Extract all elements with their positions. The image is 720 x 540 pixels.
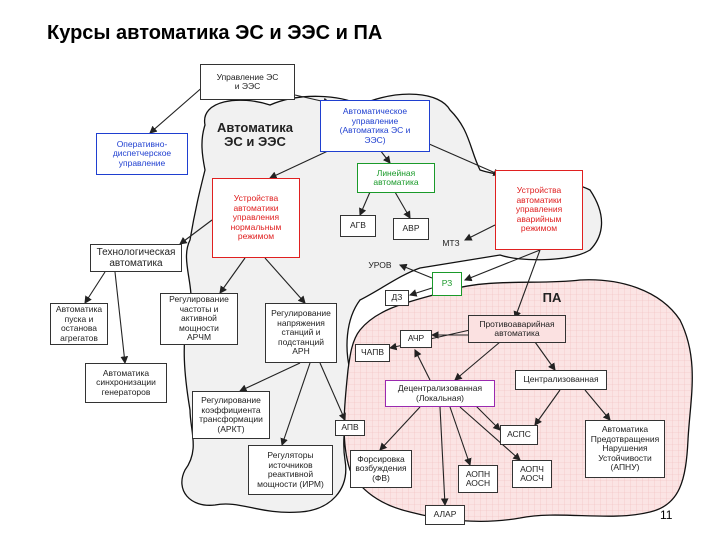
- node-avr: АВР: [393, 218, 429, 240]
- node-rz: РЗ: [432, 272, 462, 296]
- arrow-lin-agv: [359, 191, 371, 217]
- arrow-central-asps: [534, 389, 561, 426]
- arrow-arn-irm: [280, 362, 311, 447]
- arrow-decentral-aopch: [459, 406, 521, 461]
- node-aopn: АОПН АОСН: [458, 465, 498, 493]
- node-sinhr: Автоматика синхронизации генераторов: [85, 363, 167, 403]
- node-avt-upr: Автоматическое управление (Автоматика ЭС…: [320, 100, 430, 152]
- arrow-avar-rz: [463, 249, 541, 282]
- arrow-norm-arn: [264, 257, 306, 304]
- node-tech: Технологическая автоматика: [90, 244, 182, 272]
- arrow-avt-lin: [379, 149, 391, 164]
- arrow-decentral-fv: [379, 406, 421, 451]
- node-asps: АСПС: [500, 425, 538, 445]
- arrow-upr-oper: [149, 84, 206, 134]
- node-lin: Линейная автоматика: [357, 163, 435, 193]
- node-arkt: Регулирование коэффициента трансформации…: [192, 391, 270, 439]
- node-protivo: Противоаварийная автоматика: [468, 315, 566, 343]
- arrow-avt-norm: [269, 149, 331, 179]
- node-annp: Автоматика Предотвращения Нарушения Усто…: [585, 420, 665, 478]
- arrow-rz-urov: [398, 263, 433, 279]
- arrow-protivo-central: [534, 341, 556, 371]
- node-mtz: МТЗ: [442, 238, 460, 249]
- node-fv: Форсировка возбуждения (ФВ): [350, 450, 412, 488]
- node-aopch: АОПЧ АОСЧ: [512, 460, 552, 488]
- arrow-tech-pusk: [84, 271, 106, 304]
- arrow-avar-mtz: [464, 224, 496, 241]
- node-arch: Регулирование частоты и активной мощност…: [160, 293, 238, 345]
- node-decentral: Децентрализованная (Локальная): [385, 380, 495, 407]
- arrow-lin-avr: [394, 191, 411, 219]
- node-ustr-norm: Устройства автоматики управления нормаль…: [212, 178, 300, 258]
- arrow-tech-sinhr: [114, 271, 129, 365]
- node-irm: Регуляторы источников реактивной мощност…: [248, 445, 333, 495]
- arrow-avt-avar: [419, 139, 502, 176]
- page-number: 11: [660, 508, 673, 522]
- node-apv: АПВ: [335, 420, 365, 436]
- arrow-avar-protivo: [513, 249, 541, 320]
- arrow-protivo-decentral: [454, 341, 501, 381]
- node-dz: ДЗ: [385, 290, 409, 306]
- pa-region-label: ПА: [542, 290, 562, 305]
- arrow-rz-dz: [408, 287, 433, 297]
- node-pusk: Автоматика пуска и останова агрегатов: [50, 303, 108, 345]
- arrow-decentral-aopn: [449, 406, 472, 467]
- node-arn: Регулирование напряжения станций и подст…: [265, 303, 337, 363]
- aes-region-label: Автоматика ЭС и ЭЭС: [217, 120, 293, 149]
- node-central: Централизованная: [515, 370, 607, 390]
- node-ustr-avar: Устройства автоматики управления аварийн…: [495, 170, 583, 250]
- arrow-decentral-alar: [439, 406, 449, 507]
- arrow-norm-arch: [219, 257, 246, 294]
- arrow-arn-arkt: [239, 362, 301, 392]
- node-alar: АЛАР: [425, 505, 465, 525]
- arrow-norm-tech: [179, 219, 213, 245]
- arrow-arn-apv: [319, 362, 346, 422]
- node-chapv: ЧАПВ: [355, 344, 390, 362]
- page-title: Курсы автоматика ЭС и ЭЭС и ПА: [47, 22, 383, 44]
- node-achr: АЧР: [400, 330, 432, 348]
- node-upravlenie: Управление ЭС и ЭЭС: [200, 64, 295, 100]
- node-agv: АГВ: [340, 215, 376, 237]
- arrow-central-annp: [584, 389, 611, 421]
- node-oper: Оперативно- диспетчерское управление: [96, 133, 188, 175]
- node-urov: УРОВ: [368, 260, 392, 271]
- arrow-decentral-achr: [414, 349, 431, 381]
